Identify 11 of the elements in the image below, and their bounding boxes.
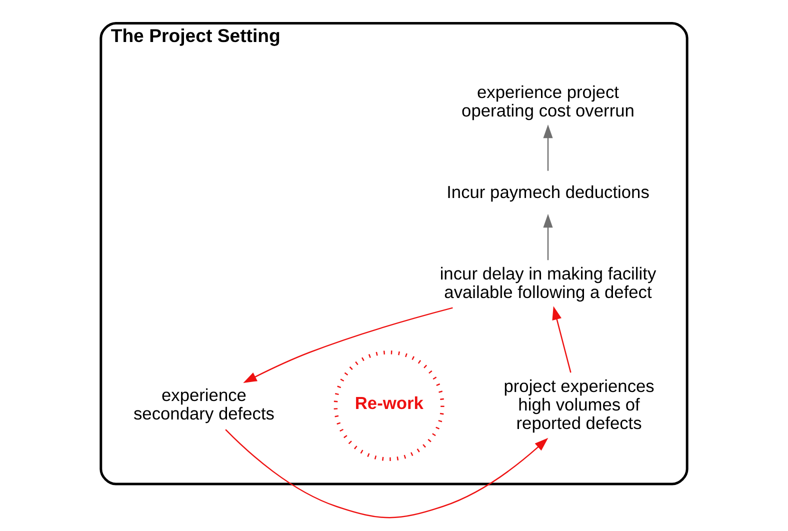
arrow (543, 124, 553, 171)
node-text: Incur paymech deductions (446, 182, 650, 202)
node-text: incur delay in making facility available following a defect (440, 263, 656, 302)
arrow (543, 214, 553, 260)
node-text: project experiences high volumes of reported defects (504, 376, 654, 434)
arrow (243, 307, 453, 384)
arrow (225, 429, 548, 518)
node-text: experience secondary defects (133, 385, 274, 424)
arrow (552, 306, 572, 373)
node-circle: Re-work (334, 350, 444, 462)
node-text: experience project operating cost overrun (462, 82, 634, 121)
